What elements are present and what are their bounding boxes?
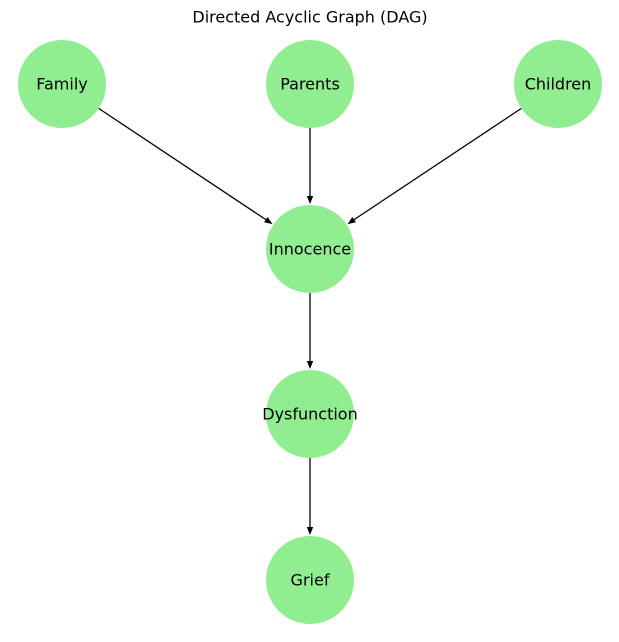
node-circle [266, 40, 354, 128]
node-circle [514, 40, 602, 128]
node-label: Parents [280, 75, 340, 94]
node-children: Children [514, 40, 602, 128]
node-circle [18, 40, 106, 128]
arrow-head [306, 196, 314, 204]
arrow-head [264, 216, 273, 225]
diagram-title: Directed Acyclic Graph (DAG) [192, 8, 427, 27]
node-label: Children [525, 75, 592, 94]
node-family: Family [18, 40, 106, 128]
node-label: Dysfunction [262, 405, 357, 424]
edge-line [353, 107, 522, 221]
node-label: Innocence [269, 240, 351, 259]
node-circle [266, 370, 354, 458]
node-dysfunction: Dysfunction [262, 370, 358, 458]
node-label: Grief [291, 571, 330, 590]
edge-family-to-innocence [98, 107, 273, 225]
node-circle [266, 536, 354, 624]
edge-line [98, 107, 267, 221]
edges-layer [98, 107, 522, 535]
edge-dysfunction-to-grief [306, 458, 314, 535]
node-grief: Grief [266, 536, 354, 624]
node-circle [266, 205, 354, 293]
node-label: Family [36, 75, 87, 94]
nodes-layer: Family Parents ChildrenInnocenceDysfunctio… [18, 40, 602, 624]
arrow-head [347, 216, 356, 225]
edge-parents-to-innocence [306, 128, 314, 204]
node-innocence: Innocence [266, 205, 354, 293]
arrow-head [306, 527, 314, 535]
edge-children-to-innocence [347, 107, 522, 225]
edge-innocence-to-dysfunction [306, 293, 314, 369]
node-parents: Parents [266, 40, 354, 128]
arrow-head [306, 361, 314, 369]
